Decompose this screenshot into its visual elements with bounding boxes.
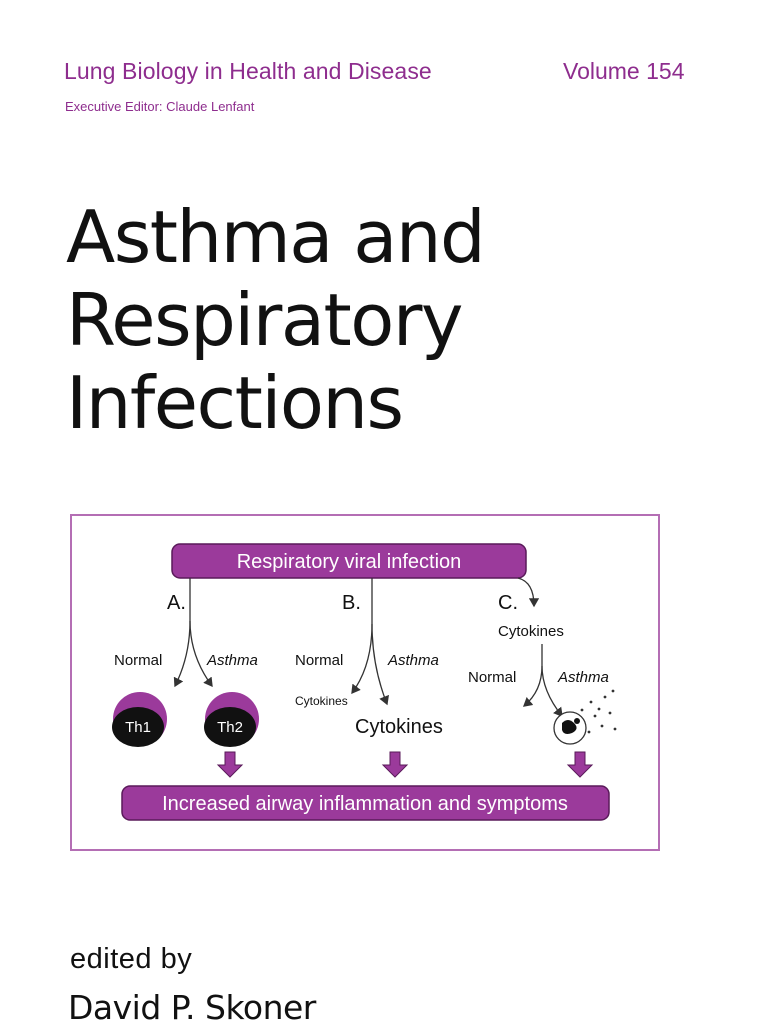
panel-a-branch-right — [189, 620, 213, 688]
panel-c-cytokines: Cytokines — [498, 623, 564, 640]
panel-b-asthma: Asthma — [387, 652, 439, 669]
top-box-label: Respiratory viral infection — [237, 551, 462, 573]
diagram-canvas: Respiratory viral infection A. Normal As… — [112, 543, 617, 821]
panel-c-label: C. — [498, 592, 518, 614]
title-line-2: Respiratory — [66, 278, 464, 362]
panel-a-asthma: Asthma — [206, 652, 258, 669]
th2-cell-nucleus — [204, 707, 256, 747]
granulocyte-icon — [553, 689, 617, 745]
panel-a-normal: Normal — [114, 652, 162, 669]
th1-label: Th1 — [125, 719, 151, 736]
top-box — [171, 543, 527, 579]
volume-number: Volume 154 — [563, 58, 685, 84]
book-title: Asthma and Respiratory Infections — [66, 195, 486, 445]
executive-editor: Executive Editor: Claude Lenfant — [65, 99, 255, 114]
panel-c-asthma: Asthma — [557, 669, 609, 686]
down-arrow-c — [566, 751, 594, 778]
panel-a-label: A. — [167, 592, 186, 614]
title-line-3: Infections — [66, 361, 404, 445]
bottom-box-label: Increased airway inflammation and sympto… — [162, 793, 568, 815]
panel-c-top-arrow — [517, 577, 540, 608]
panel-c-normal: Normal — [468, 669, 516, 686]
panel-c-branch-left — [523, 644, 543, 707]
title-line-1: Asthma and — [66, 195, 486, 279]
panel-b-label: B. — [342, 592, 361, 614]
down-arrow-b — [381, 751, 409, 778]
panel-b-cytokines-small: Cytokines — [295, 694, 348, 708]
edited-by: edited by — [70, 943, 193, 975]
panel-c-branch-right — [541, 665, 563, 718]
th1-cell-nucleus — [112, 707, 164, 747]
bottom-box — [121, 785, 610, 821]
series-title: Lung Biology in Health and Disease — [64, 58, 432, 84]
panel-b-cytokines-large: Cytokines — [355, 716, 443, 738]
th2-label: Th2 — [217, 719, 243, 736]
down-arrow-a — [216, 751, 244, 778]
pathway-diagram: Respiratory viral infection A. Normal As… — [70, 514, 660, 851]
panel-b-normal: Normal — [295, 652, 343, 669]
panel-b-branch-right — [371, 623, 389, 706]
author-name: David P. Skoner — [68, 988, 316, 1027]
